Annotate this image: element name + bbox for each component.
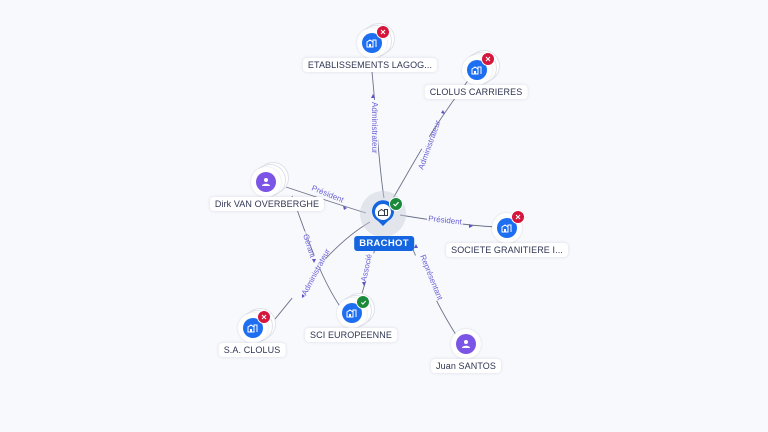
edge-label-societe-granitiere: Président: [428, 214, 463, 227]
building-icon: [501, 224, 512, 233]
arrow-sci-europeenne: [362, 282, 366, 286]
node-label[interactable]: CLOLUS CARRIERES: [424, 85, 528, 99]
node-disc: [492, 210, 525, 243]
check-icon: [393, 201, 399, 207]
node-disc: [337, 295, 370, 328]
close-icon: [380, 29, 386, 35]
active-status-badge: [389, 197, 403, 211]
close-icon: [515, 214, 521, 220]
edge-label-etablissements: Administrateur: [370, 102, 379, 154]
close-icon: [485, 56, 491, 62]
node-disc: [251, 167, 281, 197]
arrow-dirk-sci: [312, 259, 316, 263]
company-icon-bg: [342, 303, 362, 323]
closed-status-badge: [511, 210, 525, 224]
building-icon: [346, 309, 357, 318]
person-icon: [262, 178, 270, 186]
company-icon-bg: [243, 318, 263, 338]
node-label[interactable]: SOCIETE GRANITIERE I...: [446, 243, 568, 257]
node-disc: [238, 310, 271, 343]
node-disc: [462, 52, 495, 85]
edge-arrows: [302, 94, 473, 298]
arrow-societe-granitiere: [469, 224, 473, 228]
central-node-label[interactable]: BRACHOT: [354, 236, 414, 251]
closed-status-badge: [481, 52, 495, 66]
node-label[interactable]: Dirk VAN OVERBERGHE: [209, 197, 325, 211]
node-label[interactable]: SCI EUROPEENNE: [305, 328, 397, 342]
person-icon-bg: [256, 172, 276, 192]
building-icon: [471, 66, 482, 75]
close-icon: [261, 314, 267, 320]
company-icon-bg: [467, 60, 487, 80]
arrow-juan-brachot: [414, 244, 418, 248]
node-disc: [357, 25, 390, 58]
building-icon: [366, 39, 377, 48]
closed-status-badge: [257, 310, 271, 324]
arrow-dirk-brachot: [343, 206, 347, 210]
check-icon: [360, 300, 366, 305]
company-icon-bg: [362, 33, 382, 53]
arrow-sa-clolus: [302, 294, 305, 298]
person-icon-bg: [456, 334, 476, 354]
building-icon: [378, 208, 388, 216]
closed-status-badge: [376, 25, 390, 39]
person-icon: [462, 340, 470, 348]
building-icon: [247, 324, 258, 333]
company-icon-bg: [497, 218, 517, 238]
central-pin: [372, 200, 394, 226]
arrow-clolus-carrieres: [441, 110, 445, 114]
node-label[interactable]: Juan SANTOS: [431, 359, 501, 373]
arrow-etablissements: [371, 94, 375, 98]
node-label[interactable]: S.A. CLOLUS: [218, 343, 286, 357]
active-status-badge: [356, 295, 370, 309]
node-label[interactable]: ETABLISSEMENTS LAGOG...: [302, 58, 438, 72]
node-disc: [451, 329, 481, 359]
